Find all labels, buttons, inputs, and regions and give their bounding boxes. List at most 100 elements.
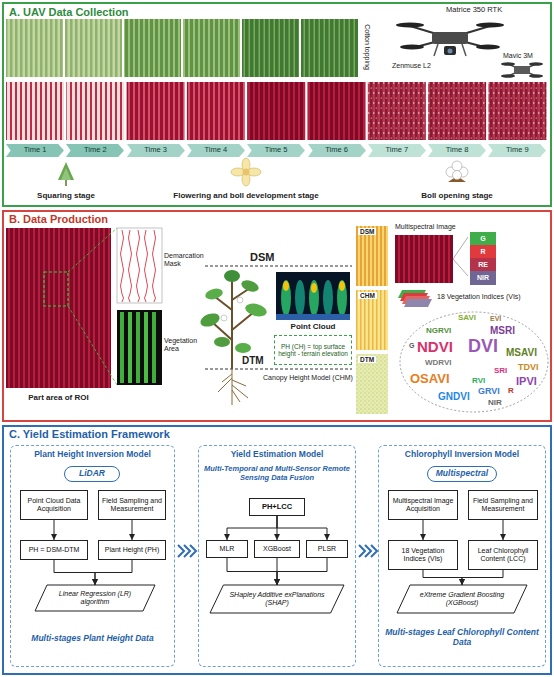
time-step: Time 9	[488, 144, 546, 157]
cotton-plant	[237, 297, 243, 303]
time-step: Time 2	[66, 144, 124, 157]
node-text: Multispectral	[436, 469, 488, 479]
node-text: PH (CH) = top surface height - terrain e…	[278, 343, 348, 358]
process-box: 18 Vegetation Indices (VIs)	[388, 540, 458, 570]
raster-products	[356, 354, 388, 414]
group-note: Multi-Temporal and Multi-Sensor Remote S…	[202, 465, 352, 482]
connector	[503, 520, 504, 540]
rgb-time-series	[6, 19, 63, 77]
flow-chevrons	[178, 545, 184, 557]
connector	[462, 570, 503, 585]
raster-products	[356, 226, 388, 414]
group-heading: Yield Estimation Model	[202, 450, 352, 460]
node-text: Time 9	[506, 146, 529, 155]
cotton-plant	[240, 278, 260, 294]
node-text: LiDAR	[79, 469, 105, 479]
point-cloud-image	[276, 272, 350, 320]
vegetation-area-image	[117, 310, 162, 385]
vegetation-index-word: EVI	[490, 315, 501, 323]
cotton-plant	[205, 369, 352, 370]
label: Canopy Height Model (CHM)	[262, 374, 354, 382]
multispectral-image	[395, 235, 468, 283]
connector	[227, 516, 277, 540]
matrice-drone	[462, 44, 466, 56]
matrice-drone	[396, 23, 424, 28]
connector	[54, 520, 55, 540]
process-box: Plant Height (PH)	[98, 540, 166, 560]
matrice-drone	[400, 45, 424, 50]
process-box: Multispectral Image Acquisition	[388, 490, 458, 520]
label: Point Cloud	[282, 322, 344, 331]
node-text: eXtreme Gradient Boosting (XGBoost)	[410, 591, 514, 607]
node-text: Time 3	[144, 146, 167, 155]
node-text: R	[480, 248, 485, 256]
flow-chevrons	[359, 545, 365, 557]
rgb-time-series	[301, 19, 358, 77]
roi-image	[6, 228, 117, 388]
vegetation-index-word: DVI	[468, 336, 498, 357]
point-cloud-image	[323, 280, 333, 316]
time-step: Time 6	[308, 144, 366, 157]
group-note: Multi-stages Leaf Chlorophyll Content Da…	[382, 628, 542, 648]
panel: A. UAV Data CollectionTime 1Time 2Time 3…	[2, 2, 552, 207]
process-box: Point Cloud Data Acquisition	[20, 490, 88, 520]
algorithm-parallelogram: Linear Regression (LR) algorithm	[35, 585, 155, 611]
time-step-outline	[428, 144, 486, 157]
vi-layers	[404, 299, 432, 307]
matrice-drone	[476, 45, 500, 50]
label: Vegetation Area	[164, 337, 208, 353]
group-heading: B. Data Production	[9, 213, 108, 225]
node-text: G	[480, 235, 485, 243]
point-cloud-image	[337, 280, 347, 316]
node-text: PH = DSM-DTM	[29, 546, 80, 554]
vegetation-area-image	[152, 312, 156, 383]
rgb-time-series	[6, 19, 358, 77]
cotton-plant	[204, 287, 224, 301]
stage-icons	[453, 171, 462, 180]
label: Matrice 350 RTK	[446, 6, 502, 15]
time-step-outline	[488, 144, 546, 157]
node-text: XGBoost	[263, 545, 291, 553]
label: Boll opening stage	[397, 191, 517, 200]
vegetation-index-word: TDVI	[518, 362, 539, 372]
point-cloud-image	[311, 283, 317, 293]
model-box: MLR	[206, 540, 248, 558]
vegetation-area-image	[144, 312, 148, 383]
mavic-drone	[501, 62, 543, 78]
model-group: Chlorophyll Inversion ModelMulti-stages …	[378, 445, 546, 667]
vegetation-index-word: NIR	[488, 398, 502, 407]
node-text: Time 8	[446, 146, 469, 155]
time-step-outline	[6, 144, 64, 157]
demarcation-mask-image	[121, 230, 124, 302]
node-text: Leaf Chlorophyll Content (LCC)	[472, 547, 534, 563]
process-box: PH = DSM-DTM	[20, 540, 88, 560]
node-text: Plant Height (PH)	[105, 546, 159, 554]
point-cloud-image	[295, 280, 305, 316]
stage-icons	[58, 162, 74, 180]
multispectral-time-series	[308, 82, 366, 140]
point-cloud-image	[283, 281, 289, 291]
group-heading: C. Yield Estimation Framework	[9, 428, 170, 440]
time-step-outline	[187, 144, 245, 157]
stage-icons	[243, 169, 250, 176]
label: DSM	[250, 251, 274, 264]
vegetation-area-image	[128, 312, 132, 383]
mavic-drone	[514, 66, 530, 74]
node-text: RE	[478, 261, 488, 269]
label: Mavic 3M	[503, 52, 533, 60]
model-box: XGBoost	[254, 540, 300, 558]
mavic-drone	[501, 74, 515, 78]
node-text: NIR	[477, 274, 489, 282]
vegetation-area-image	[120, 312, 124, 383]
cotton-plant	[244, 301, 268, 318]
group-note: Multi-stages Plant Height Data	[14, 634, 171, 644]
flow-chevrons	[365, 545, 371, 557]
stage-icons	[61, 168, 71, 180]
vegetation-index-word: R	[508, 386, 514, 395]
group-heading: A. UAV Data Collection	[9, 6, 129, 18]
point-cloud-image	[309, 280, 319, 316]
vegetation-index-word: NGRVI	[426, 326, 451, 335]
connector	[95, 560, 132, 585]
demarcation-mask-image	[145, 230, 148, 302]
node-text: PLSR	[318, 545, 336, 553]
